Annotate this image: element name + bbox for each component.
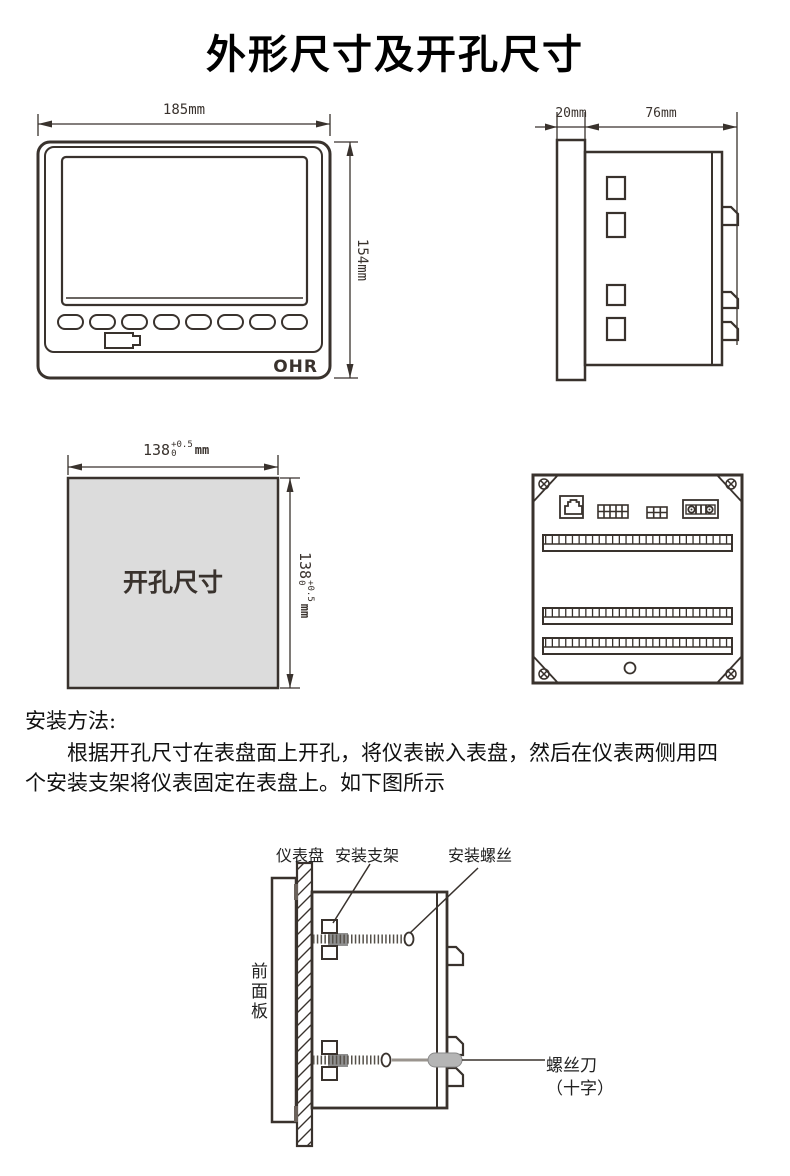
terminal-strip xyxy=(542,607,733,625)
cutout-tol-minus: 0 xyxy=(171,449,177,459)
bracket-leader-line xyxy=(332,863,371,924)
install-text-line: 根据开孔尺寸在表盘面上开孔，将仪表嵌入表盘，然后在仪表两侧用四 xyxy=(67,741,718,765)
screwdriver-icon xyxy=(392,1052,463,1068)
ethernet-port-icon[interactable] xyxy=(559,495,584,519)
terminal-strip xyxy=(542,534,733,552)
cutout-unit: mm xyxy=(194,443,210,457)
side-view-diagram: 20mm 76mm xyxy=(535,106,740,382)
front-panel xyxy=(270,876,298,1124)
cutout-tol-plus: +0.5 xyxy=(171,440,193,450)
cutout-unit: mm xyxy=(298,603,312,619)
side-bezel xyxy=(555,138,587,382)
terminal-tab xyxy=(722,205,740,227)
install-text-line: 个安装支架将仪表固定在表盘上。如下图所示 xyxy=(25,771,445,795)
front-height-label: 154mm xyxy=(354,239,370,281)
corner-screw-icon xyxy=(725,668,737,680)
cutout-width-label: 138 +0.5 0 mm xyxy=(143,440,210,460)
label-screwdriver: 螺丝刀 xyxy=(546,1056,597,1076)
front-button[interactable] xyxy=(249,314,276,330)
terminal-tab xyxy=(447,945,465,967)
corner-screw-icon xyxy=(538,478,550,490)
front-width-label: 185mm xyxy=(163,102,205,118)
terminal-tab xyxy=(447,1035,465,1057)
instrument-body xyxy=(310,890,449,1110)
install-instructions: 安装方法: 根据开孔尺寸在表盘面上开孔，将仪表嵌入表盘，然后在仪表两侧用四 个安… xyxy=(25,706,773,798)
mounting-clips xyxy=(605,175,627,342)
front-button[interactable] xyxy=(217,314,244,330)
cutout-width-value: 138 xyxy=(143,441,171,459)
front-button[interactable] xyxy=(121,314,148,330)
cutout-width-dimension xyxy=(67,455,279,475)
corner-screws xyxy=(538,478,737,680)
cutout-tol-plus: +0.5 xyxy=(305,580,315,602)
cutout-height-value: 138 xyxy=(296,552,314,580)
terminal-block-small-2 xyxy=(646,506,668,519)
terminal-tab xyxy=(722,290,740,310)
label-mounting-screw: 安装螺丝 xyxy=(448,846,513,865)
corner-screw-icon xyxy=(725,478,737,490)
mounting-clip xyxy=(605,175,627,201)
front-button-row xyxy=(57,314,308,330)
install-heading: 安装方法: xyxy=(25,709,117,733)
label-front-panel: 前面板 xyxy=(247,962,267,1022)
terminal-tab xyxy=(722,320,740,342)
side-bezel-depth-label: 20mm xyxy=(555,106,586,121)
label-instrument-panel: 仪表盘 xyxy=(276,846,325,865)
mounting-clip xyxy=(605,283,627,307)
front-button[interactable] xyxy=(281,314,308,330)
panel-clamp-mark xyxy=(294,1106,298,1122)
mounting-clip xyxy=(605,211,627,239)
power-terminal xyxy=(682,499,719,519)
cutout-label: 开孔尺寸 xyxy=(123,568,223,597)
terminal-tabs xyxy=(722,205,740,342)
screw-leader-line xyxy=(409,867,479,934)
side-body-depth-label: 76mm xyxy=(645,106,676,121)
side-body xyxy=(583,150,724,367)
mounting-clip xyxy=(605,316,627,342)
corner-screw-icon xyxy=(538,668,550,680)
mounting-screw xyxy=(313,1052,392,1068)
device-outline xyxy=(36,140,332,380)
cutout-height-label: 138 +0.5 0 mm xyxy=(296,552,315,619)
instrument-panel-wall xyxy=(295,861,314,1148)
cutout-height-dimension xyxy=(280,477,300,689)
front-button[interactable] xyxy=(89,314,116,330)
dimension-height-154mm: 154mm xyxy=(334,141,370,379)
label-screwdriver-type: （十字） xyxy=(546,1079,614,1099)
back-view-diagram xyxy=(531,473,744,685)
dimension-width-185mm: 185mm xyxy=(37,102,331,136)
front-button[interactable] xyxy=(185,314,212,330)
panel-clamp-mark xyxy=(294,884,298,900)
front-button[interactable] xyxy=(153,314,180,330)
device-screen xyxy=(60,155,309,307)
brand-logo: OHR xyxy=(273,357,318,377)
cutout-tol-minus: 0 xyxy=(296,580,306,586)
dimension-depth: 20mm 76mm xyxy=(535,106,738,345)
mounting-screw xyxy=(313,931,415,947)
usb-port-icon xyxy=(104,332,141,349)
cutout-square xyxy=(66,476,280,690)
mounting-hole xyxy=(623,661,637,675)
page-title: 外形尺寸及开孔尺寸 xyxy=(206,32,584,78)
front-button[interactable] xyxy=(57,314,84,330)
front-view-diagram: 185mm 154mm xyxy=(36,102,370,380)
installation-diagram xyxy=(270,861,545,1148)
terminal-block-small-1 xyxy=(597,504,629,519)
terminal-tab xyxy=(447,1066,465,1088)
cutout-diagram: 开孔尺寸 xyxy=(66,455,300,690)
label-mounting-bracket: 安装支架 xyxy=(335,846,400,865)
terminal-strip xyxy=(542,637,733,655)
back-panel xyxy=(531,473,744,685)
